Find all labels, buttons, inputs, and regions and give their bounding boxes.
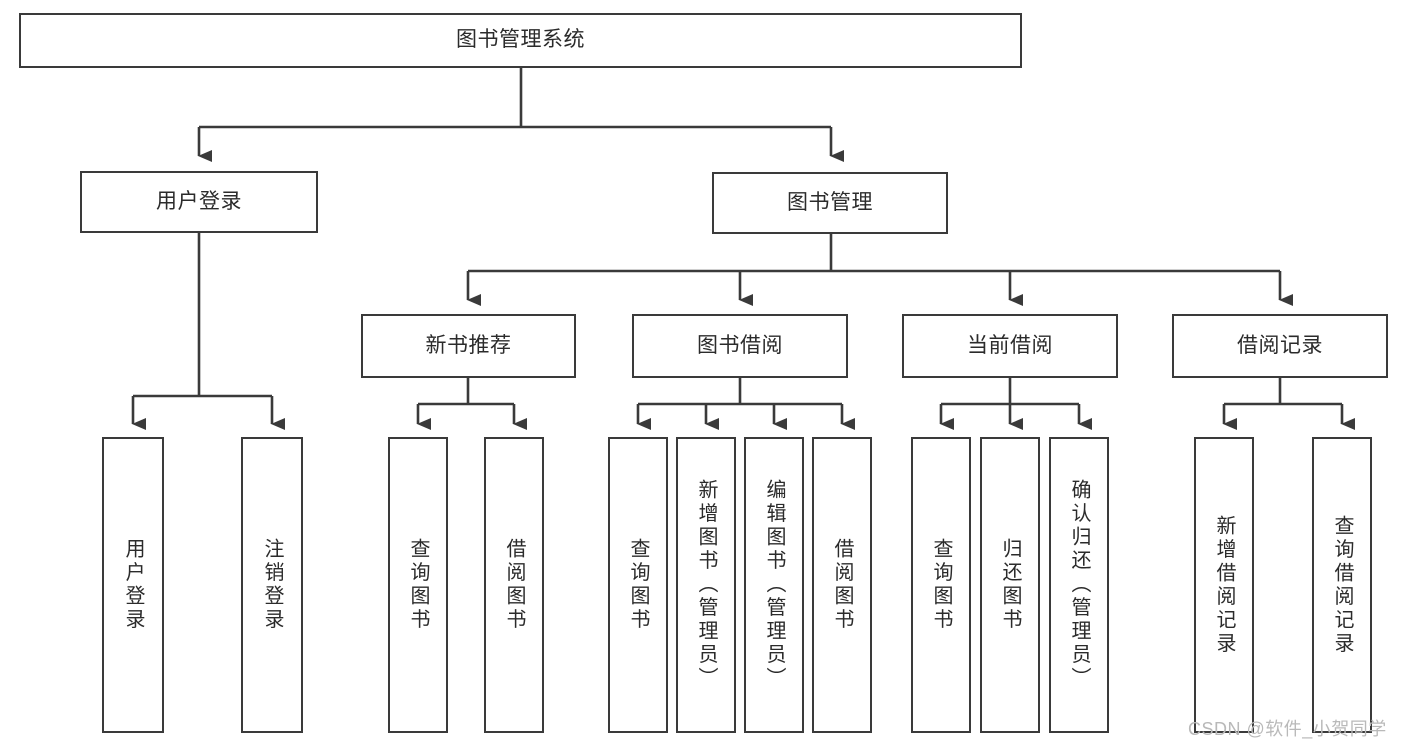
- node-label: 确认归还（管理员）: [1068, 479, 1090, 691]
- node-label: 当前借阅: [967, 333, 1053, 357]
- leaf-confirm-return-admin[interactable]: 确认归还（管理员）: [1049, 437, 1109, 733]
- leaf-user-login[interactable]: 用户登录: [102, 437, 164, 733]
- node-label: 编辑图书（管理员）: [763, 479, 785, 691]
- leaf-edit-book-admin[interactable]: 编辑图书（管理员）: [744, 437, 804, 733]
- node-label: 图书管理: [787, 190, 873, 214]
- node-book-borrow[interactable]: 图书借阅: [632, 314, 848, 378]
- leaf-query-book-current[interactable]: 查询图书: [911, 437, 971, 733]
- node-label: 借阅记录: [1237, 333, 1323, 357]
- node-new-book-recommend[interactable]: 新书推荐: [361, 314, 576, 378]
- node-label: 归还图书: [999, 538, 1021, 632]
- node-user-login[interactable]: 用户登录: [80, 171, 318, 233]
- node-label: 查询图书: [407, 538, 429, 632]
- leaf-borrow-book[interactable]: 借阅图书: [812, 437, 872, 733]
- node-label: 图书管理系统: [456, 28, 585, 52]
- node-label: 新增借阅记录: [1213, 514, 1235, 656]
- node-label: 查询图书: [627, 538, 649, 632]
- node-label: 借阅图书: [831, 538, 853, 632]
- leaf-return-book[interactable]: 归还图书: [980, 437, 1040, 733]
- node-root-system[interactable]: 图书管理系统: [19, 13, 1022, 68]
- leaf-query-book-recommend[interactable]: 查询图书: [388, 437, 448, 733]
- node-label: 借阅图书: [503, 538, 525, 632]
- leaf-add-borrow-record[interactable]: 新增借阅记录: [1194, 437, 1254, 733]
- leaf-borrow-book-recommend[interactable]: 借阅图书: [484, 437, 544, 733]
- node-label: 查询图书: [930, 538, 952, 632]
- watermark-text: CSDN @软件_小贺同学: [1188, 719, 1387, 739]
- leaf-query-book-borrow[interactable]: 查询图书: [608, 437, 668, 733]
- node-label: 注销登录: [261, 538, 283, 632]
- node-borrow-record[interactable]: 借阅记录: [1172, 314, 1388, 378]
- node-label: 新书推荐: [425, 333, 512, 357]
- node-current-borrow[interactable]: 当前借阅: [902, 314, 1118, 378]
- node-label: 用户登录: [156, 189, 242, 213]
- leaf-add-book-admin[interactable]: 新增图书（管理员）: [676, 437, 736, 733]
- node-label: 图书借阅: [697, 333, 783, 357]
- node-label: 查询借阅记录: [1331, 514, 1353, 656]
- leaf-logout[interactable]: 注销登录: [241, 437, 303, 733]
- leaf-query-borrow-record[interactable]: 查询借阅记录: [1312, 437, 1372, 733]
- node-book-management[interactable]: 图书管理: [712, 172, 948, 234]
- node-label: 新增图书（管理员）: [695, 479, 717, 691]
- node-label: 用户登录: [122, 538, 144, 632]
